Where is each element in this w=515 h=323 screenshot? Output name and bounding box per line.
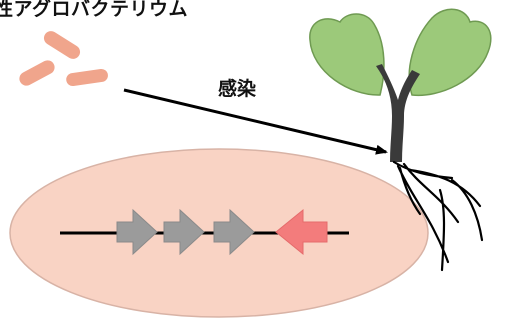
infection-label: 感染 — [218, 78, 257, 100]
gene-arrow-red — [275, 208, 328, 256]
infection-arrow — [123, 88, 388, 155]
gene-arrow-gray-3 — [213, 208, 255, 256]
bacteria-icon — [19, 31, 108, 87]
gene-arrows — [116, 208, 328, 256]
plant-icon — [309, 8, 492, 272]
bacterium-rod — [43, 31, 81, 59]
stem — [376, 64, 420, 162]
bacterium-rod — [19, 60, 55, 86]
gene-arrow-gray-2 — [163, 208, 205, 256]
leaf-right — [408, 8, 492, 97]
leaf-left — [309, 13, 385, 96]
roots — [392, 160, 484, 272]
gene-arrow-gray-1 — [116, 208, 158, 256]
title: 性アグロバクテリウム — [0, 0, 189, 20]
bacterium-rod — [66, 68, 108, 87]
